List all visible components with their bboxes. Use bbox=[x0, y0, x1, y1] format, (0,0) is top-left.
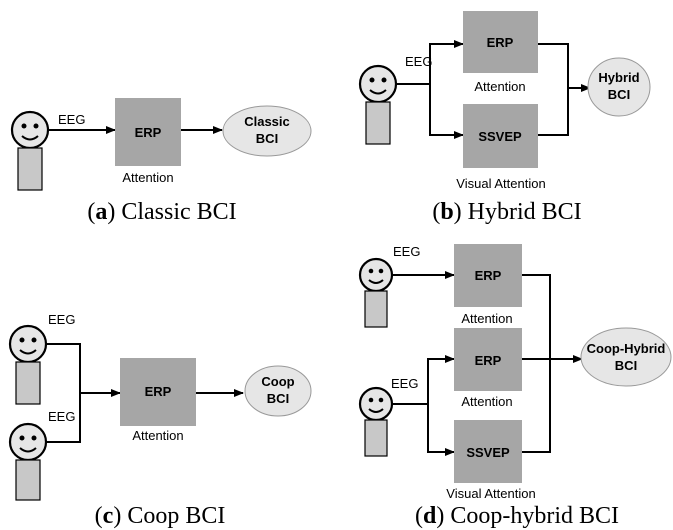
eeg-label-2: EEG bbox=[48, 409, 75, 424]
output-ellipse bbox=[580, 327, 672, 387]
visual-attention-label: Visual Attention bbox=[446, 486, 535, 501]
panel-b: EEG ERP Attention SSVEP Visual Attention… bbox=[358, 11, 651, 225]
ssvep-box bbox=[454, 420, 522, 483]
erp-box-label: ERP bbox=[487, 35, 514, 50]
output-label-line2: BCI bbox=[608, 87, 630, 102]
visual-attention-label: Visual Attention bbox=[456, 176, 545, 191]
output-label-line1: Coop bbox=[261, 374, 294, 389]
caption-d: (d) Coop-hybrid BCI bbox=[415, 503, 619, 529]
erp-box-label: ERP bbox=[135, 125, 162, 140]
erp-box bbox=[115, 98, 181, 166]
ssvep-box-label: SSVEP bbox=[466, 445, 510, 460]
user-icon bbox=[8, 422, 48, 501]
output-ellipse bbox=[587, 57, 651, 117]
caption-b: (b) Hybrid BCI bbox=[432, 199, 581, 225]
attention-label-1: Attention bbox=[461, 311, 512, 326]
panel-d: EEG EEG ERP Attention ERP Attention SSVE… bbox=[358, 244, 672, 529]
eeg-label: EEG bbox=[58, 112, 85, 127]
ssvep-box bbox=[463, 104, 538, 168]
merge-line bbox=[522, 274, 551, 453]
eeg-arrow-top bbox=[396, 40, 464, 85]
ssvep-box-label: SSVEP bbox=[478, 129, 522, 144]
attention-label: Attention bbox=[474, 79, 525, 94]
output-label-line2: BCI bbox=[615, 358, 637, 373]
output-label-line2: BCI bbox=[256, 131, 278, 146]
attention-label: Attention bbox=[132, 428, 183, 443]
eeg-label-1: EEG bbox=[393, 244, 420, 259]
user-icon bbox=[358, 64, 398, 145]
erp-box-1 bbox=[454, 244, 522, 307]
output-ellipse bbox=[244, 365, 312, 417]
eeg-arrow-bottom bbox=[429, 84, 464, 139]
merge-line bbox=[538, 43, 569, 136]
output-ellipse bbox=[222, 105, 312, 157]
eeg-label-2: EEG bbox=[391, 376, 418, 391]
output-label-line1: Hybrid bbox=[598, 70, 639, 85]
user-icon bbox=[8, 324, 48, 405]
panel-c: EEG EEG ERP Attention Coop BCI (c) Coop … bbox=[8, 312, 312, 529]
caption-a: (a) Classic BCI bbox=[87, 199, 236, 225]
user-icon bbox=[358, 386, 394, 457]
user-icon bbox=[358, 257, 394, 328]
merge-line bbox=[46, 343, 81, 443]
erp-box bbox=[463, 11, 538, 73]
eeg-arrow-mid bbox=[392, 355, 455, 405]
erp-box-label: ERP bbox=[145, 384, 172, 399]
output-label-line2: BCI bbox=[267, 391, 289, 406]
eeg-label-1: EEG bbox=[48, 312, 75, 327]
caption-c: (c) Coop BCI bbox=[95, 503, 226, 529]
attention-label-2: Attention bbox=[461, 394, 512, 409]
erp-box-2 bbox=[454, 328, 522, 391]
output-label-line1: Classic bbox=[244, 114, 290, 129]
panel-a: EEG ERP Attention Classic BCI (a) Classi… bbox=[10, 98, 312, 225]
output-label-line1: Coop-Hybrid bbox=[587, 341, 666, 356]
erp-box-1-label: ERP bbox=[475, 268, 502, 283]
erp-box bbox=[120, 358, 196, 426]
eeg-arrow-bottom bbox=[427, 404, 455, 456]
attention-label: Attention bbox=[122, 170, 173, 185]
erp-box-2-label: ERP bbox=[475, 353, 502, 368]
eeg-label: EEG bbox=[405, 54, 432, 69]
user-icon bbox=[10, 110, 50, 191]
